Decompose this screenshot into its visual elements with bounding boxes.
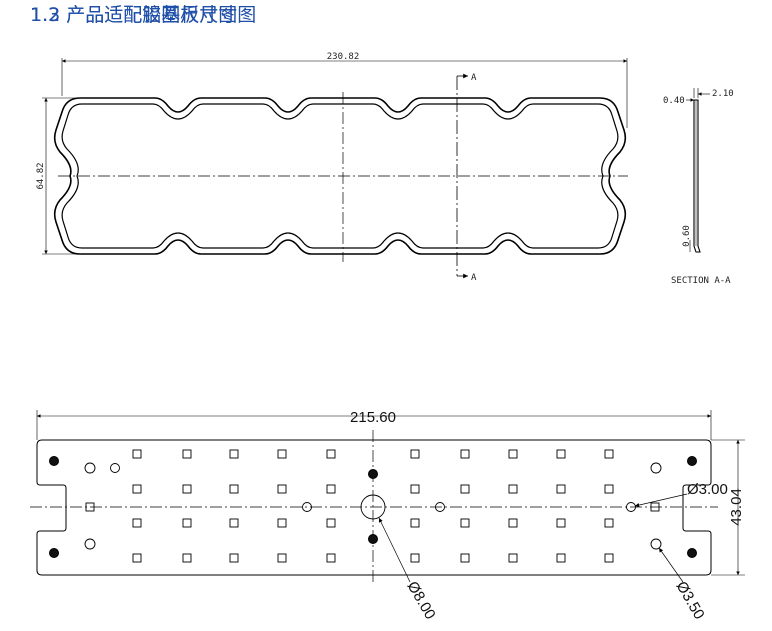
gasket-width-label: 230.82 — [327, 52, 360, 62]
board-outline — [36, 439, 712, 576]
gasket-height-label: 64.82 — [36, 162, 46, 189]
mounting-holes-open — [84, 462, 662, 550]
board-width-label: 215.60 — [350, 409, 396, 426]
mounting-holes-filled — [49, 456, 697, 558]
gasket-drawing — [42, 58, 710, 279]
board-drawing — [30, 410, 745, 583]
hole-small-label: Ø3.00 — [687, 481, 728, 498]
led-pads — [85, 449, 660, 563]
section-profile — [693, 99, 701, 253]
section-mark-top: A — [471, 73, 477, 83]
board-height-label: 43.04 — [728, 488, 745, 526]
hole-mid-label: Ø3.50 — [673, 579, 708, 623]
board-section-title: 1.3 产品适配铝基板尺寸图 — [30, 4, 257, 26]
thickness-total-label: 2.10 — [712, 89, 734, 99]
section-mark-bottom: A — [471, 273, 477, 283]
thickness-outer-label: 0.40 — [663, 96, 685, 106]
gasket-section-title: 1.2 产品适配胶圈尺寸图 — [30, 4, 238, 26]
section-label: SECTION A-A — [671, 276, 731, 286]
gasket-outline-inner — [61, 103, 619, 249]
lip-label: 0.60 — [682, 225, 692, 247]
gasket-outline-outer — [53, 97, 627, 255]
hole-center-label: Ø8.00 — [404, 579, 439, 623]
